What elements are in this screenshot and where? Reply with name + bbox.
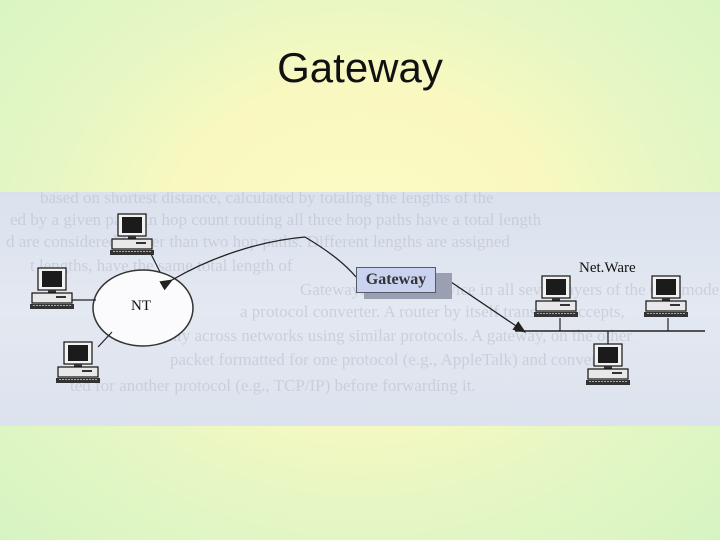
gateway-link-left	[304, 236, 357, 278]
gateway-box: Gateway	[356, 267, 436, 293]
netware-label: Net.Ware	[579, 260, 636, 276]
nt-label: NT	[131, 298, 151, 314]
nt-link-bottom	[97, 331, 113, 348]
bleed-line-4: t lengths, have the same total length of	[30, 256, 293, 275]
nt-pc-1	[109, 213, 155, 256]
nt-pc-3	[55, 341, 101, 384]
network-figure: based on shortest distance, calculated b…	[0, 192, 720, 426]
netware-pc-2	[643, 275, 689, 318]
bleed-line-6: a protocol converter. A router by itself…	[240, 302, 625, 321]
netware-pc-3	[585, 343, 631, 386]
slide-title: Gateway	[277, 44, 443, 91]
bleed-line-1: based on shortest distance, calculated b…	[40, 192, 494, 207]
bleed-line-9: ted for another protocol (e.g., TCP/IP) …	[70, 376, 476, 395]
netware-pc-1	[533, 275, 579, 318]
gateway-to-netware-arrow	[447, 279, 527, 333]
network-diagram	[29, 213, 705, 386]
bleed-line-8: packet formatted for one protocol (e.g.,…	[170, 350, 616, 369]
nt-pc-2	[29, 267, 75, 310]
nt-link-top	[149, 251, 161, 273]
nt-to-gateway-arrow	[159, 236, 306, 291]
